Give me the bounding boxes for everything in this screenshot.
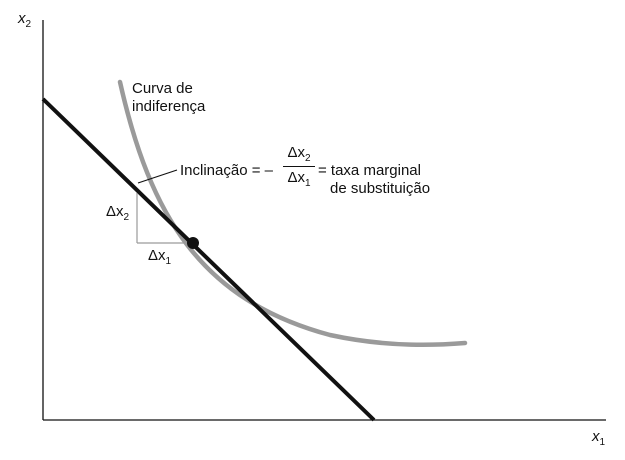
fraction-bar [283, 166, 315, 168]
x-axis-label: x1 [592, 428, 605, 448]
x-axis-var: x [592, 428, 600, 445]
y-axis-var: x [18, 10, 26, 27]
tangent-line [41, 97, 376, 422]
fraction-denominator: Δx1 [287, 169, 311, 190]
slope-fraction: Δx2 Δx1 [283, 144, 315, 189]
slope-prefix: Inclinação = – [180, 162, 273, 179]
curve-label-line1: Curva de [132, 80, 193, 97]
delta-x1-label: Δx1 [148, 247, 172, 267]
x-axis-sub: 1 [599, 437, 606, 448]
y-axis-label: x2 [18, 10, 31, 30]
indifference-curve [117, 79, 468, 348]
slope-suffix: = taxa marginal de substituição [318, 162, 430, 198]
slope-suffix-line1: = taxa marginal [318, 162, 421, 179]
slope-suffix-line2: de substituição [330, 180, 431, 197]
curve-label-line2: indiferença [132, 98, 206, 115]
y-axis-sub: 2 [25, 19, 32, 30]
curve-label: Curva de indiferença [132, 80, 205, 116]
annotation-leader-line [137, 169, 178, 184]
tangency-point [187, 237, 199, 249]
fraction-numerator: Δx2 [287, 144, 311, 164]
delta-x2-label: Δx2 [106, 203, 130, 223]
